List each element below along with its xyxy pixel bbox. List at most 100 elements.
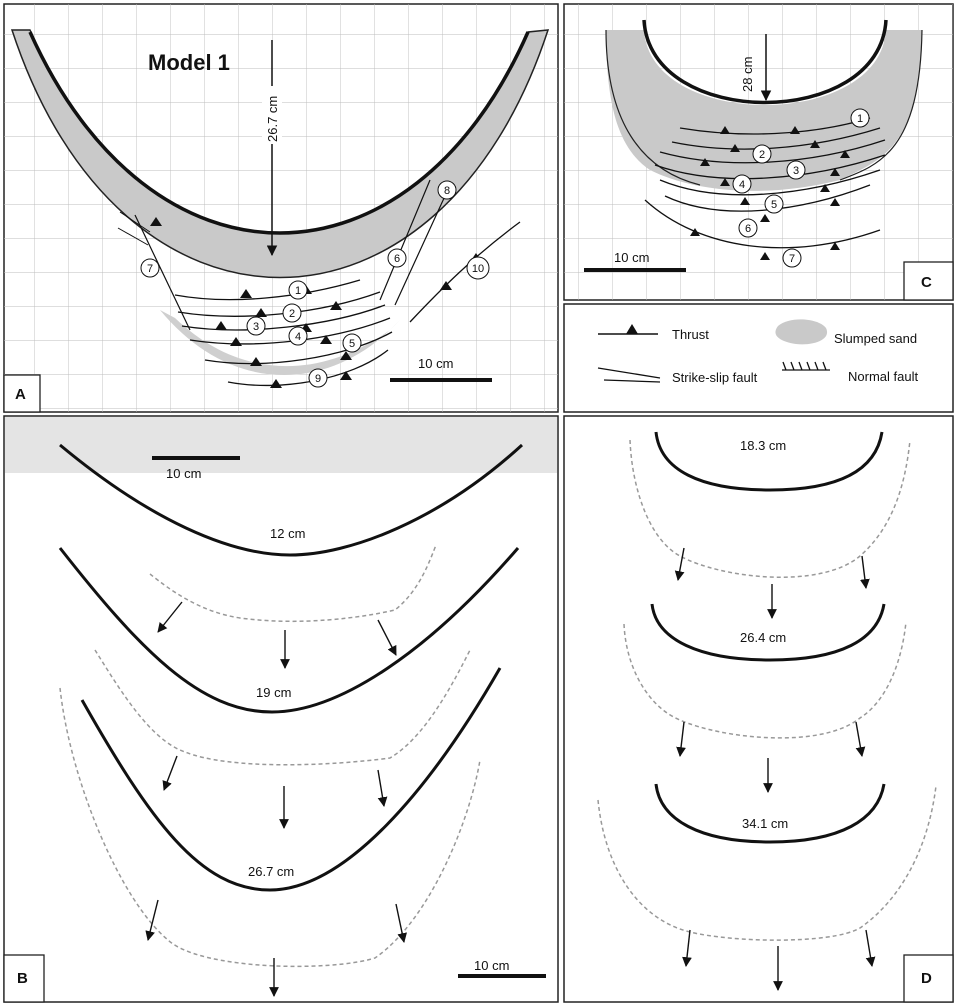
slumped-sand-c [606, 30, 922, 191]
front-b-26 [80, 667, 502, 892]
front-d-34-outer [597, 785, 937, 941]
outer-sand-a [160, 310, 400, 376]
fault-label-a-3: 3 [253, 321, 259, 333]
fault-label-a-2: 2 [289, 308, 295, 320]
fault-label-c-2: 2 [759, 149, 765, 161]
fault-label-a-1: 1 [295, 285, 301, 297]
grid-a [4, 4, 558, 412]
arrow-b-3-right [377, 769, 388, 807]
fault-label-a-10: 10 [472, 263, 484, 275]
stage-label-d-3: 34.1 cm [742, 816, 788, 831]
stage-label-b-3: 26.7 cm [248, 864, 294, 879]
panel-c-letter: C [921, 274, 932, 291]
thrusts-c [644, 117, 886, 249]
panel-d-letter-box [903, 954, 954, 1003]
backstop-b [5, 417, 557, 473]
fault-label-a-8: 8 [444, 185, 450, 197]
panel-d: 18.3 cm 26.4 cm 34.1 cm D [563, 415, 954, 1003]
fault-labels-c: 1 2 3 4 5 6 7 [732, 108, 870, 268]
displacement-label-a: 26.7 cm [265, 96, 280, 142]
legend-strike-slip-label: Strike-slip fault [672, 370, 758, 385]
model-title: Model 1 [148, 50, 230, 75]
fault-label-c-7: 7 [789, 253, 795, 265]
arrow-b-2-left [157, 601, 183, 633]
legend: Thrust Strike-slip fault Slumped sand No… [563, 303, 954, 413]
panel-b-frame [3, 415, 559, 1003]
fault-label-c-1: 1 [857, 113, 863, 125]
band-outline-c [605, 29, 923, 186]
panel-b-letter: B [17, 970, 28, 987]
thrust-a-3 [181, 304, 386, 331]
arrow-d-2-left [676, 721, 686, 757]
front-d-26-outer [623, 621, 907, 739]
arrow-b-3-left [162, 755, 178, 791]
strike-slip-a-8 [379, 179, 431, 301]
fault-label-c-3: 3 [793, 165, 799, 177]
stage-label-b-1: 12 cm [270, 526, 305, 541]
panel-b: 10 cm 12 cm 19 cm 26.7 cm 10 cm B [3, 415, 559, 1003]
legend-normal-label: Normal fault [848, 369, 918, 384]
thrust-a-10 [409, 221, 521, 323]
panel-b-letter-box [3, 954, 45, 1003]
legend-frame [563, 303, 954, 413]
arrow-d-1-left [674, 547, 685, 581]
legend-slumped-icon [775, 319, 828, 345]
thrust-a-2 [177, 291, 381, 317]
legend-thrust-label: Thrust [672, 327, 709, 342]
thrust-a-1 [174, 279, 361, 301]
fault-label-a-7: 7 [147, 263, 153, 275]
arrow-d-3-right [865, 929, 876, 967]
indenter-front-c [642, 19, 888, 105]
panel-a-letter: A [15, 386, 26, 403]
legend-strike-slip-icon [597, 367, 661, 383]
slumped-sand-a [12, 30, 548, 278]
legend-normal-icon [782, 361, 830, 371]
panel-d-letter: D [921, 970, 932, 987]
normal-faults-a-left [117, 211, 151, 246]
arrow-b-2-right [377, 619, 397, 656]
front-b-26-previous [94, 649, 471, 766]
front-b-19-previous [149, 544, 437, 623]
panel-a-letter-box [3, 374, 41, 413]
scale-label-a: 10 cm [418, 356, 453, 371]
fault-label-c-6: 6 [745, 223, 751, 235]
arrow-d-1-right [860, 555, 870, 589]
displacement-label-bg-a [262, 86, 282, 144]
front-b-19 [58, 547, 520, 714]
fault-label-c-5: 5 [771, 199, 777, 211]
indenter-front-a [28, 31, 530, 235]
fault-label-a-9: 9 [315, 373, 321, 385]
legend-thrust-tooth [626, 324, 638, 334]
front-d-34 [654, 783, 886, 844]
panel-a: 26.7 cm Model 1 1 2 3 4 5 6 7 8 9 10 10 … [3, 3, 559, 413]
stage-label-d-2: 26.4 cm [740, 630, 786, 645]
displacement-label-c: 28 cm [740, 57, 755, 92]
arrow-b-4-right [395, 903, 407, 943]
scale-label-b-bottom: 10 cm [474, 958, 509, 973]
strike-slip-a-6 [394, 195, 446, 306]
front-b-12 [59, 443, 524, 557]
fault-label-a-5: 5 [349, 338, 355, 350]
front-b-outer [59, 687, 481, 968]
arrow-d-3-left [682, 929, 692, 967]
legend-slumped-label: Slumped sand [834, 331, 917, 346]
strike-slip-a-7 [134, 214, 191, 331]
fault-label-a-6: 6 [394, 253, 400, 265]
scale-label-c: 10 cm [614, 250, 649, 265]
scale-label-b-top: 10 cm [166, 466, 201, 481]
front-d-26 [650, 603, 886, 662]
fault-labels-a: 1 2 3 4 5 6 7 8 9 10 [140, 180, 490, 388]
front-d-18-outer [629, 439, 911, 578]
fault-label-a-4: 4 [295, 331, 301, 343]
thrust-teeth-c [690, 126, 850, 260]
panel-d-frame [563, 415, 954, 1003]
fault-label-c-4: 4 [739, 179, 745, 191]
panel-c: 28 cm 1 2 3 4 5 6 7 10 cm C [563, 3, 954, 301]
stage-label-d-1: 18.3 cm [740, 438, 786, 453]
front-d-18 [654, 431, 884, 492]
arrow-d-2-right [855, 721, 866, 757]
stage-label-b-2: 19 cm [256, 685, 291, 700]
panel-c-letter-box [903, 261, 954, 301]
thrust-a-5 [204, 331, 393, 365]
